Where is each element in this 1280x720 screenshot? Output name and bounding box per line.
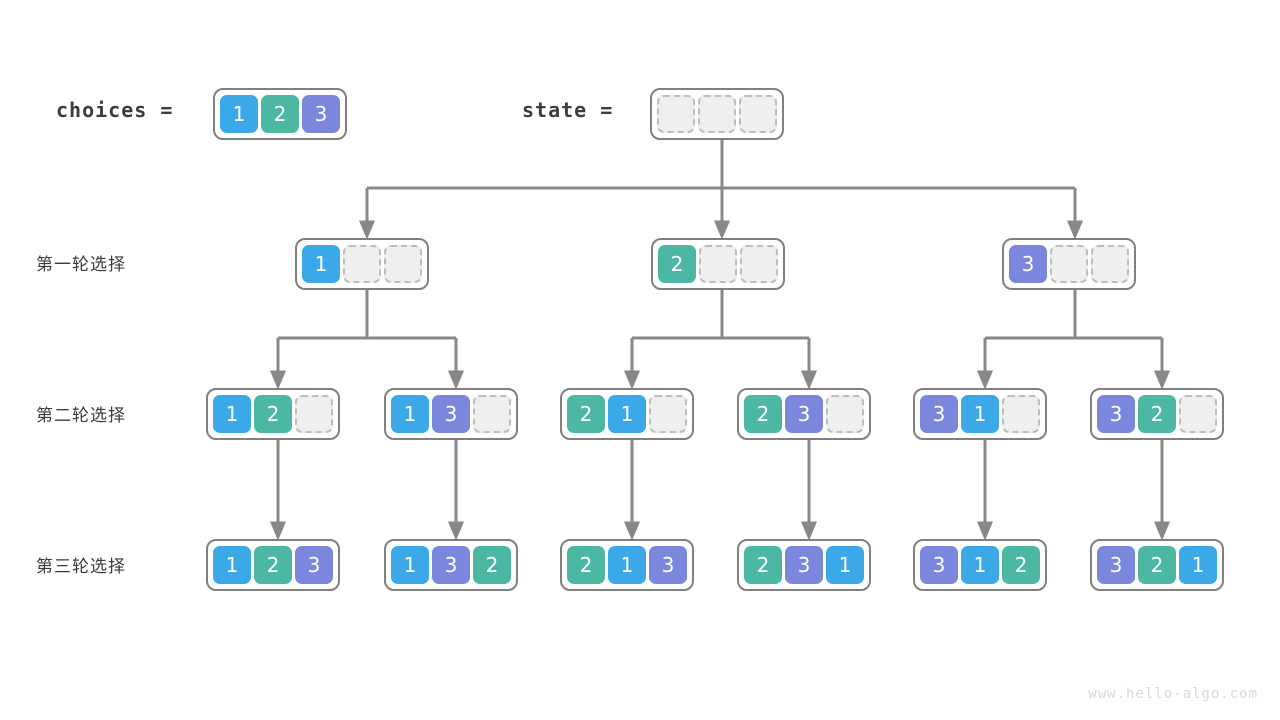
cell-l3-2-2: 3 — [649, 546, 687, 584]
watermark: www.hello-algo.com — [1088, 686, 1258, 702]
choices-label: choices = — [56, 98, 174, 122]
node-l1-2: 3 — [1002, 238, 1136, 290]
node-l3-5: 3 2 1 — [1090, 539, 1224, 591]
choices-cell-2: 3 — [302, 95, 340, 133]
cell-l2-1-1: 3 — [432, 395, 470, 433]
cell-l1-0-0: 1 — [302, 245, 340, 283]
node-l1-1: 2 — [651, 238, 785, 290]
cell-l2-0-1: 2 — [254, 395, 292, 433]
cell-l3-2-1: 1 — [608, 546, 646, 584]
node-l2-2: 2 1 — [560, 388, 694, 440]
cell-l1-1-2 — [740, 245, 778, 283]
cell-l3-4-1: 1 — [961, 546, 999, 584]
node-l3-1: 1 3 2 — [384, 539, 518, 591]
state-cell-0 — [657, 95, 695, 133]
node-l2-0: 1 2 — [206, 388, 340, 440]
cell-l3-4-0: 3 — [920, 546, 958, 584]
state-cell-1 — [698, 95, 736, 133]
cell-l3-3-2: 1 — [826, 546, 864, 584]
cell-l2-1-0: 1 — [391, 395, 429, 433]
node-l2-1: 1 3 — [384, 388, 518, 440]
node-l1-0: 1 — [295, 238, 429, 290]
cell-l1-0-1 — [343, 245, 381, 283]
row-label-round-3: 第三轮选择 — [36, 557, 126, 577]
cell-l2-4-0: 3 — [920, 395, 958, 433]
node-l3-2: 2 1 3 — [560, 539, 694, 591]
cell-l3-3-0: 2 — [744, 546, 782, 584]
cell-l3-5-0: 3 — [1097, 546, 1135, 584]
cell-l3-1-1: 3 — [432, 546, 470, 584]
cell-l1-2-2 — [1091, 245, 1129, 283]
cell-l2-2-0: 2 — [567, 395, 605, 433]
cell-l2-0-0: 1 — [213, 395, 251, 433]
cell-l2-5-1: 2 — [1138, 395, 1176, 433]
cell-l1-0-2 — [384, 245, 422, 283]
cell-l2-2-1: 1 — [608, 395, 646, 433]
cell-l3-5-2: 1 — [1179, 546, 1217, 584]
cell-l2-2-2 — [649, 395, 687, 433]
cell-l2-0-2 — [295, 395, 333, 433]
choices-cell-1: 2 — [261, 95, 299, 133]
cell-l3-0-0: 1 — [213, 546, 251, 584]
choices-node: 1 2 3 — [213, 88, 347, 140]
cell-l3-3-1: 3 — [785, 546, 823, 584]
cell-l2-3-0: 2 — [744, 395, 782, 433]
cell-l3-5-1: 2 — [1138, 546, 1176, 584]
cell-l2-4-2 — [1002, 395, 1040, 433]
row-label-round-2: 第二轮选择 — [36, 406, 126, 426]
row-label-round-1: 第一轮选择 — [36, 255, 126, 275]
cell-l3-1-0: 1 — [391, 546, 429, 584]
cell-l1-2-0: 3 — [1009, 245, 1047, 283]
cell-l3-0-1: 2 — [254, 546, 292, 584]
cell-l1-1-1 — [699, 245, 737, 283]
cell-l2-4-1: 1 — [961, 395, 999, 433]
cell-l2-5-0: 3 — [1097, 395, 1135, 433]
node-l3-3: 2 3 1 — [737, 539, 871, 591]
cell-l2-5-2 — [1179, 395, 1217, 433]
cell-l2-3-2 — [826, 395, 864, 433]
choices-cell-0: 1 — [220, 95, 258, 133]
cell-l3-2-0: 2 — [567, 546, 605, 584]
node-l2-5: 3 2 — [1090, 388, 1224, 440]
node-l3-4: 3 1 2 — [913, 539, 1047, 591]
state-node — [650, 88, 784, 140]
cell-l3-0-2: 3 — [295, 546, 333, 584]
cell-l3-1-2: 2 — [473, 546, 511, 584]
cell-l1-1-0: 2 — [658, 245, 696, 283]
cell-l2-1-2 — [473, 395, 511, 433]
node-l2-3: 2 3 — [737, 388, 871, 440]
state-label: state = — [522, 98, 614, 122]
state-cell-2 — [739, 95, 777, 133]
node-l2-4: 3 1 — [913, 388, 1047, 440]
node-l3-0: 1 2 3 — [206, 539, 340, 591]
cell-l2-3-1: 3 — [785, 395, 823, 433]
cell-l3-4-2: 2 — [1002, 546, 1040, 584]
cell-l1-2-1 — [1050, 245, 1088, 283]
